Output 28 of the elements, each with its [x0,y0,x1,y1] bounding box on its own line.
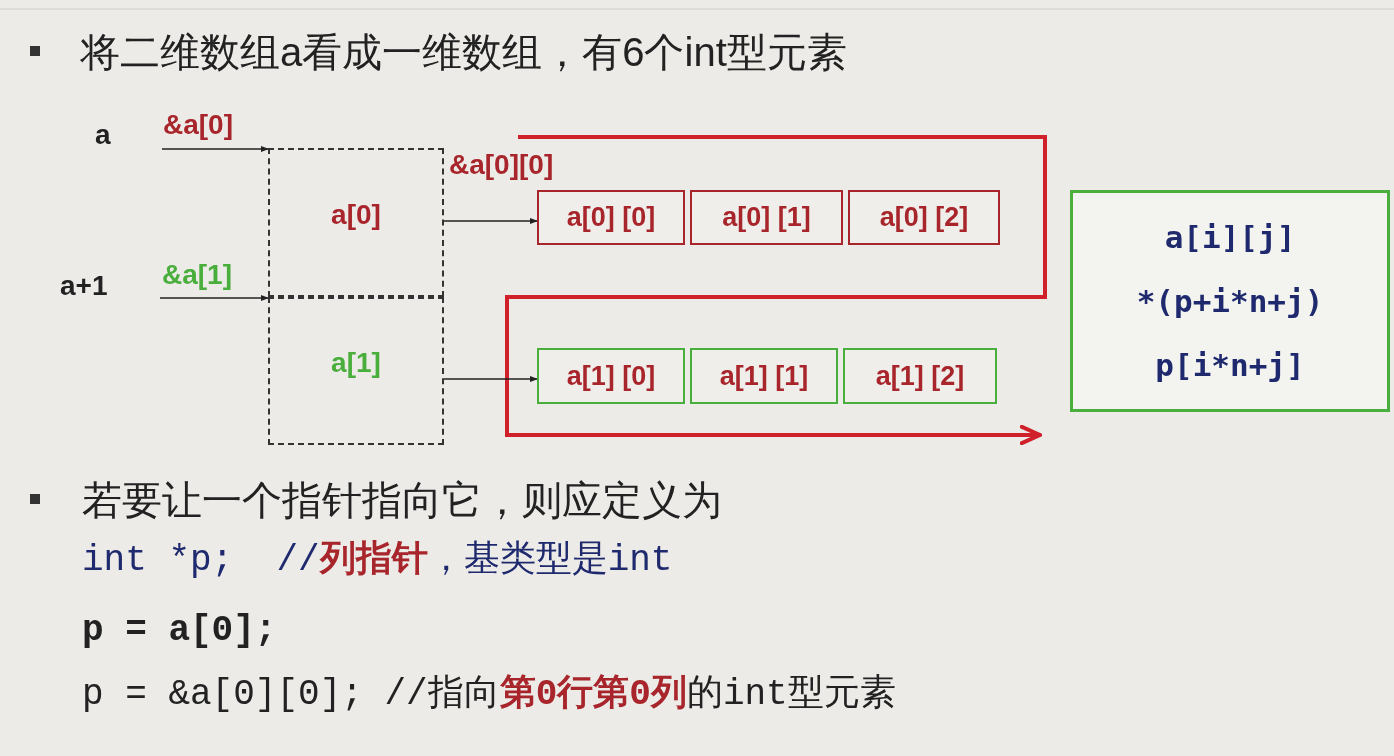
text-label: p = &a[0][0]; //指向第0行第0列的int型元素 [82,673,896,717]
text-label: 将二维数组a看成一维数组，有6个int型元素 [80,29,847,76]
dashed-row-box [268,297,444,445]
arrow [159,295,269,301]
dashed-row-box [268,148,444,297]
array-cell: a[0] [1] [690,190,843,245]
array-cell: a[0] [2] [848,190,1000,245]
text-label: 若要让一个指针指向它，则应定义为 [82,477,722,524]
array-cell: a[1] [1] [690,348,838,404]
text-label: int *p; //列指针，基类型是int [82,539,673,583]
edge-label: &a[0] [163,108,233,142]
arrow [443,376,538,382]
formula-box [1070,190,1390,412]
array-cell: a[0] [0] [537,190,685,245]
text-label: p = a[0]; [82,609,277,653]
text-label: a [95,118,111,152]
formula-text: *(p+i*n+j) [1136,281,1324,321]
array-cell: a[1] [2] [843,348,997,404]
array-cell: a[1] [0] [537,348,685,404]
formula-text: p[i*n+j] [1155,345,1305,385]
arrow [161,146,269,152]
row-name: a[1] [331,346,381,380]
text-label: a+1 [60,269,108,303]
address-label: &a[0][0] [449,148,554,182]
row-name: a[0] [331,197,381,232]
formula-text: a[i][j] [1164,217,1296,257]
edge-label: &a[1] [162,258,232,292]
arrow [443,218,538,224]
